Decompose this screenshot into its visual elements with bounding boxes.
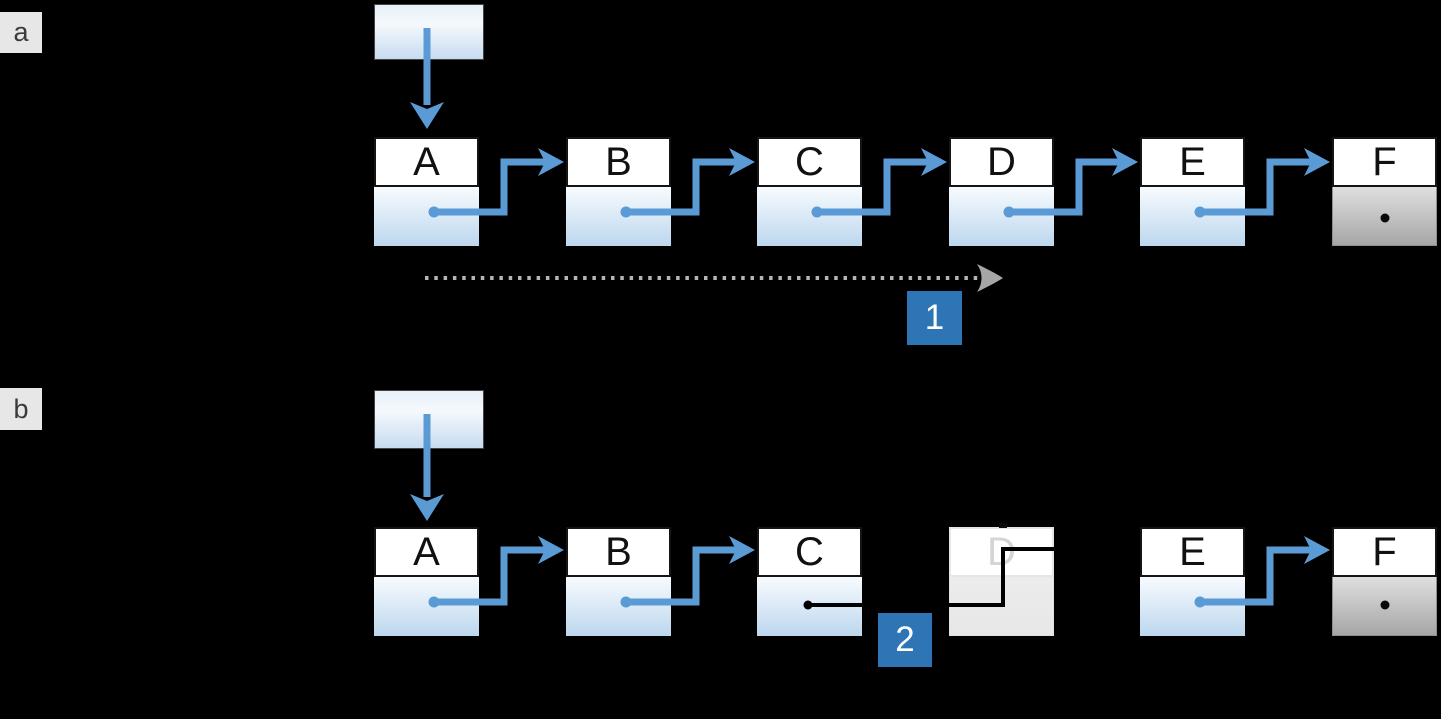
node-label: F xyxy=(1332,137,1437,187)
node-a-B: B xyxy=(566,137,671,246)
node-label: E xyxy=(1140,137,1245,187)
node-pointer-cell xyxy=(949,187,1054,246)
step-badge-1: 1 xyxy=(907,291,962,345)
node-label: F xyxy=(1332,527,1437,577)
node-label: D xyxy=(949,137,1054,187)
node-pointer-cell xyxy=(374,577,479,636)
section-a-tag: a xyxy=(0,12,42,53)
node-pointer-cell-null xyxy=(1332,187,1437,246)
node-pointer-cell-null xyxy=(1332,577,1437,636)
node-a-D: D xyxy=(949,137,1054,246)
node-b-A: A xyxy=(374,527,479,636)
step-badge-2: 2 xyxy=(878,613,932,667)
node-label: B xyxy=(566,527,671,577)
node-label: C xyxy=(757,137,862,187)
node-pointer-cell xyxy=(374,187,479,246)
node-label-deleted: D xyxy=(949,527,1054,577)
node-label: A xyxy=(374,527,479,577)
node-b-B: B xyxy=(566,527,671,636)
node-pointer-cell xyxy=(757,187,862,246)
node-pointer-cell xyxy=(566,577,671,636)
node-label: E xyxy=(1140,527,1245,577)
traversal-dotted-arrow-icon xyxy=(425,264,1003,292)
node-a-F: F xyxy=(1332,137,1437,246)
node-b-D-deleted: D xyxy=(949,527,1054,636)
node-label: C xyxy=(757,527,862,577)
node-b-C: C xyxy=(757,527,862,636)
node-pointer-cell xyxy=(757,577,862,636)
head-pointer-box-a xyxy=(374,4,484,60)
node-label: A xyxy=(374,137,479,187)
node-pointer-cell xyxy=(1140,187,1245,246)
node-a-E: E xyxy=(1140,137,1245,246)
section-b-tag: b xyxy=(0,388,42,430)
node-pointer-cell xyxy=(1140,577,1245,636)
node-b-E: E xyxy=(1140,527,1245,636)
node-b-F: F xyxy=(1332,527,1437,636)
node-pointer-cell-deleted xyxy=(949,577,1054,636)
head-pointer-box-b xyxy=(374,390,484,449)
node-pointer-cell xyxy=(566,187,671,246)
node-label: B xyxy=(566,137,671,187)
node-a-A: A xyxy=(374,137,479,246)
node-a-C: C xyxy=(757,137,862,246)
